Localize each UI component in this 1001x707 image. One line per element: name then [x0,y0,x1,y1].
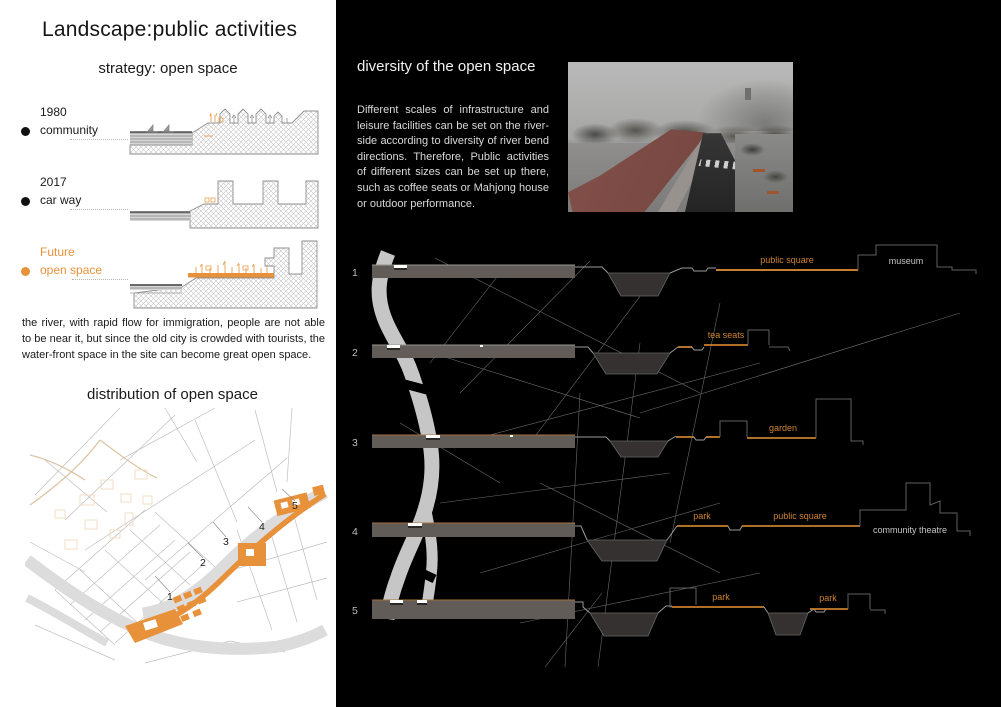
timeline-label-car-way: car way [40,193,82,207]
photo-crosswalk [698,159,742,170]
map-street-lines [29,407,328,664]
section-sketch-future [130,240,318,309]
section-1-building-label: museum [889,256,924,266]
section-2-number: 2 [352,347,358,359]
section-1-profile: public square museum [575,244,977,297]
section-3-profile: garden [575,398,864,458]
right-panel: diversity of the open space Different sc… [336,0,1001,707]
timeline-bullet-1980 [21,127,30,136]
section-sketch-1980 [129,108,319,155]
timeline-label-community: community [40,123,99,137]
diversity-heading: diversity of the open space [357,58,536,75]
left-paragraph: the river, with rapid flow for immigrati… [22,317,325,361]
map-marker-3: 3 [223,536,229,548]
section-4-area-label-1: park [693,511,711,521]
map-marker-leaders [154,488,296,593]
render-photo [568,62,793,212]
section-4-area-label-2: public square [773,511,827,521]
timeline-bullet-2017 [21,197,30,206]
photo-right-park [734,134,793,212]
timeline-year-2017: 2017 [40,175,67,189]
strategy-heading: strategy: open space [98,60,238,77]
map-old-buildings [54,469,153,550]
section-cut-bars [372,264,575,619]
section-1-area-label: public square [760,255,814,265]
leader-line [70,209,128,210]
map-marker-5: 5 [292,500,298,512]
sections-diagram: 1 2 3 4 5 public square museum [352,244,977,667]
map-open-space-strip [125,484,327,643]
section-4-profile: park public square community theatre [575,482,971,562]
section-3-area-label: garden [769,423,797,433]
section-2-profile: tea seats [575,329,791,375]
leader-line [72,279,128,280]
photo-bench [767,191,779,194]
section-5-area-label-1: park [712,592,730,602]
right-paragraph: Different scales of infrastructure and l… [357,104,549,210]
map-marker-2: 2 [200,557,206,569]
river-bridge-gap [397,377,431,395]
map-marker-4: 4 [259,521,265,533]
timeline-bullet-future [21,267,30,276]
river-bridge-gap [409,563,437,584]
section-4-building-label: community theatre [873,525,947,535]
photo-tower [745,88,751,100]
leader-line [70,139,128,140]
section-5-profile: park park [575,587,886,637]
section-5-number: 5 [352,605,358,617]
map-old-roads [29,439,158,506]
timeline-year-1980: 1980 [40,105,67,119]
section-sketch-2017 [130,180,319,229]
section-3-number: 3 [352,437,358,449]
page-title: Landscape:public activities [42,18,298,41]
distribution-map: 1 2 3 4 5 [25,407,329,664]
timeline-year-future: Future [40,245,75,259]
distribution-heading: distribution of open space [87,386,258,403]
section-1-number: 1 [352,267,358,279]
section-2-area-label: tea seats [708,330,745,340]
timeline-label-open-space: open space [40,263,103,277]
section-5-area-label-2: park [819,593,837,603]
map-marker-1: 1 [167,591,173,603]
section-4-number: 4 [352,526,358,538]
photo-bench [753,169,765,172]
